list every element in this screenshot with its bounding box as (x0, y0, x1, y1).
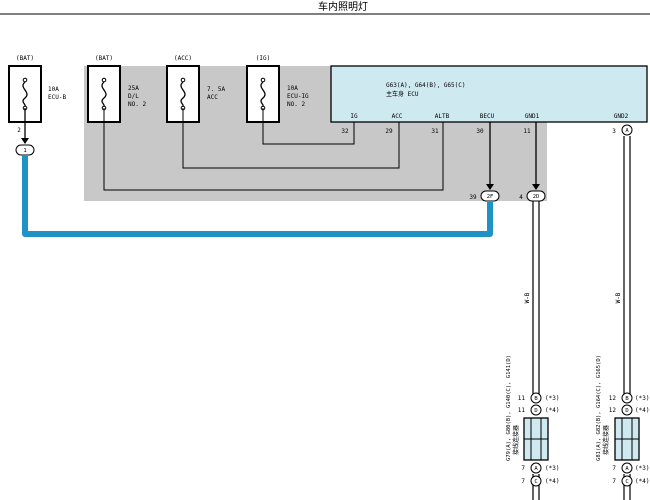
page-title: 车内照明灯 (318, 0, 368, 13)
ecu-pin-gnd1: GND1 (525, 113, 540, 120)
conn-left-pin-4: 7 (521, 478, 525, 485)
ecu-pin-num-altb: 31 (431, 128, 439, 135)
conn-right-desc: 接线连接器 (602, 425, 610, 455)
ecu-name: 主车身 ECU (386, 90, 419, 98)
conn-right-mark-d-label: D (625, 408, 628, 414)
conn-right-mark-c (621, 475, 633, 487)
fuse-acc-name: ACC (207, 94, 218, 101)
arrow-down-icon (486, 184, 494, 190)
fuse-acc-source: (ACC) (174, 55, 192, 62)
conn-right-pin-4: 7 (612, 478, 616, 485)
conn-right-mark-b (621, 392, 633, 404)
ecu-pin-ig: IG (350, 113, 358, 120)
fuse-ecu-ig-name: ECU-IG (287, 93, 309, 100)
conn-left-mark-c-label: C (534, 479, 537, 485)
ecu-connectors: G63(A), G64(B), G65(C) (386, 82, 465, 89)
ecu-pin-num-acc: 29 (385, 128, 393, 135)
wire-acc (182, 108, 400, 169)
fuse-out-connector: 1 (15, 144, 35, 156)
ecu-pin-num-becu: 30 (476, 128, 484, 135)
fuse-dl-name: D/L (128, 93, 139, 100)
arrow-down-icon (21, 138, 29, 144)
ecu-pin-becu: BECU (480, 113, 495, 120)
conn-left-mark-b-label: B (534, 396, 538, 402)
junction-2f-pin: 39 (469, 194, 477, 201)
conn-left-mark-d (530, 404, 542, 416)
conn-right-body (614, 417, 640, 461)
conn-left-pin-1: 11 (518, 395, 526, 402)
conn-left-note-4: (*4) (545, 478, 559, 485)
fuse-ecu-ig-rating: 10A (287, 85, 298, 92)
conn-left-mark-b (530, 392, 542, 404)
conn-right-pin-2: 12 (609, 407, 617, 414)
conn-left-desc: 接线连接器 (512, 425, 520, 455)
highlight-wire-becu (22, 155, 493, 237)
conn-right-mark-d (621, 404, 633, 416)
fuse-dl-number: NO. 2 (128, 101, 146, 108)
gnd2-connector-mark: A (621, 124, 633, 136)
wire-color-left: W-B (524, 292, 531, 303)
junction-2d-pin: 4 (519, 194, 523, 201)
conn-left-mark-d-label: D (534, 408, 537, 414)
conn-right-note-1: (*3) (635, 395, 649, 402)
conn-left-mark-a (530, 462, 542, 474)
conn-right-note-2: (*4) (635, 407, 649, 414)
conn-left-mark-c (530, 475, 542, 487)
conn-left-note-2: (*4) (545, 407, 559, 414)
fuse-ecu-ig-source: (IG) (256, 55, 270, 62)
fuse-ecu-b-symbol-icon (22, 77, 28, 111)
svg-text:1: 1 (23, 148, 26, 154)
conn-right-mark-b-label: B (625, 396, 629, 402)
svg-text:2D: 2D (533, 194, 540, 200)
ecu-pin-gnd2: GND2 (614, 113, 629, 120)
main-body-ecu (330, 65, 648, 123)
conn-right-note-3: (*3) (635, 465, 649, 472)
junction-2d: 2D (526, 190, 546, 202)
fuse-ecu-ig-number: NO. 2 (287, 101, 305, 108)
conn-left-note-1: (*3) (545, 395, 559, 402)
fuse-acc-rating: 7. 5A (207, 86, 225, 93)
fuse-ecu-b-rating: 10A (48, 86, 59, 93)
ecu-pin-num-gnd2: 3 (612, 128, 616, 135)
conn-left-pin-2: 11 (518, 407, 526, 414)
ecu-pin-altb: ALTB (435, 113, 450, 120)
conn-right-mark-c-label: C (625, 479, 628, 485)
ecu-pin-acc: ACC (392, 113, 403, 120)
svg-text:A: A (625, 128, 629, 134)
conn-right-note-4: (*4) (635, 478, 649, 485)
ecu-pin-num-gnd1: 11 (523, 128, 531, 135)
fuse-out-pin: 2 (17, 127, 21, 134)
arrow-down-icon (532, 184, 540, 190)
conn-left-note-3: (*3) (545, 465, 559, 472)
conn-right-mark-a-label: A (625, 466, 629, 472)
wire-ig (262, 108, 355, 145)
junction-2f: 2F (480, 190, 500, 202)
conn-left-pin-3: 7 (521, 465, 525, 472)
fuse-dl-source: (BAT) (95, 55, 113, 62)
conn-right-name: G81(A), G82(B), G164(C), G165(D) (596, 355, 602, 461)
conn-left-name: G79(A), G80(B), G140(C), G141(D) (506, 355, 512, 461)
ecu-pin-num-ig: 32 (341, 128, 349, 135)
fuse-ecu-b-name: ECU-B (48, 94, 66, 101)
conn-right-pin-1: 12 (609, 395, 617, 402)
fuse-ecu-ig-symbol-icon (260, 77, 266, 111)
conn-left-mark-a-label: A (534, 466, 538, 472)
svg-text:2F: 2F (487, 194, 494, 200)
conn-right-mark-a (621, 462, 633, 474)
wire-altb (103, 108, 444, 191)
conn-right-pin-3: 7 (612, 465, 616, 472)
conn-left-body (523, 417, 549, 461)
wire-color-right: W-B (615, 292, 622, 303)
fuse-dl-rating: 25A (128, 85, 139, 92)
fuse-ecu-b-source: (BAT) (16, 55, 34, 62)
